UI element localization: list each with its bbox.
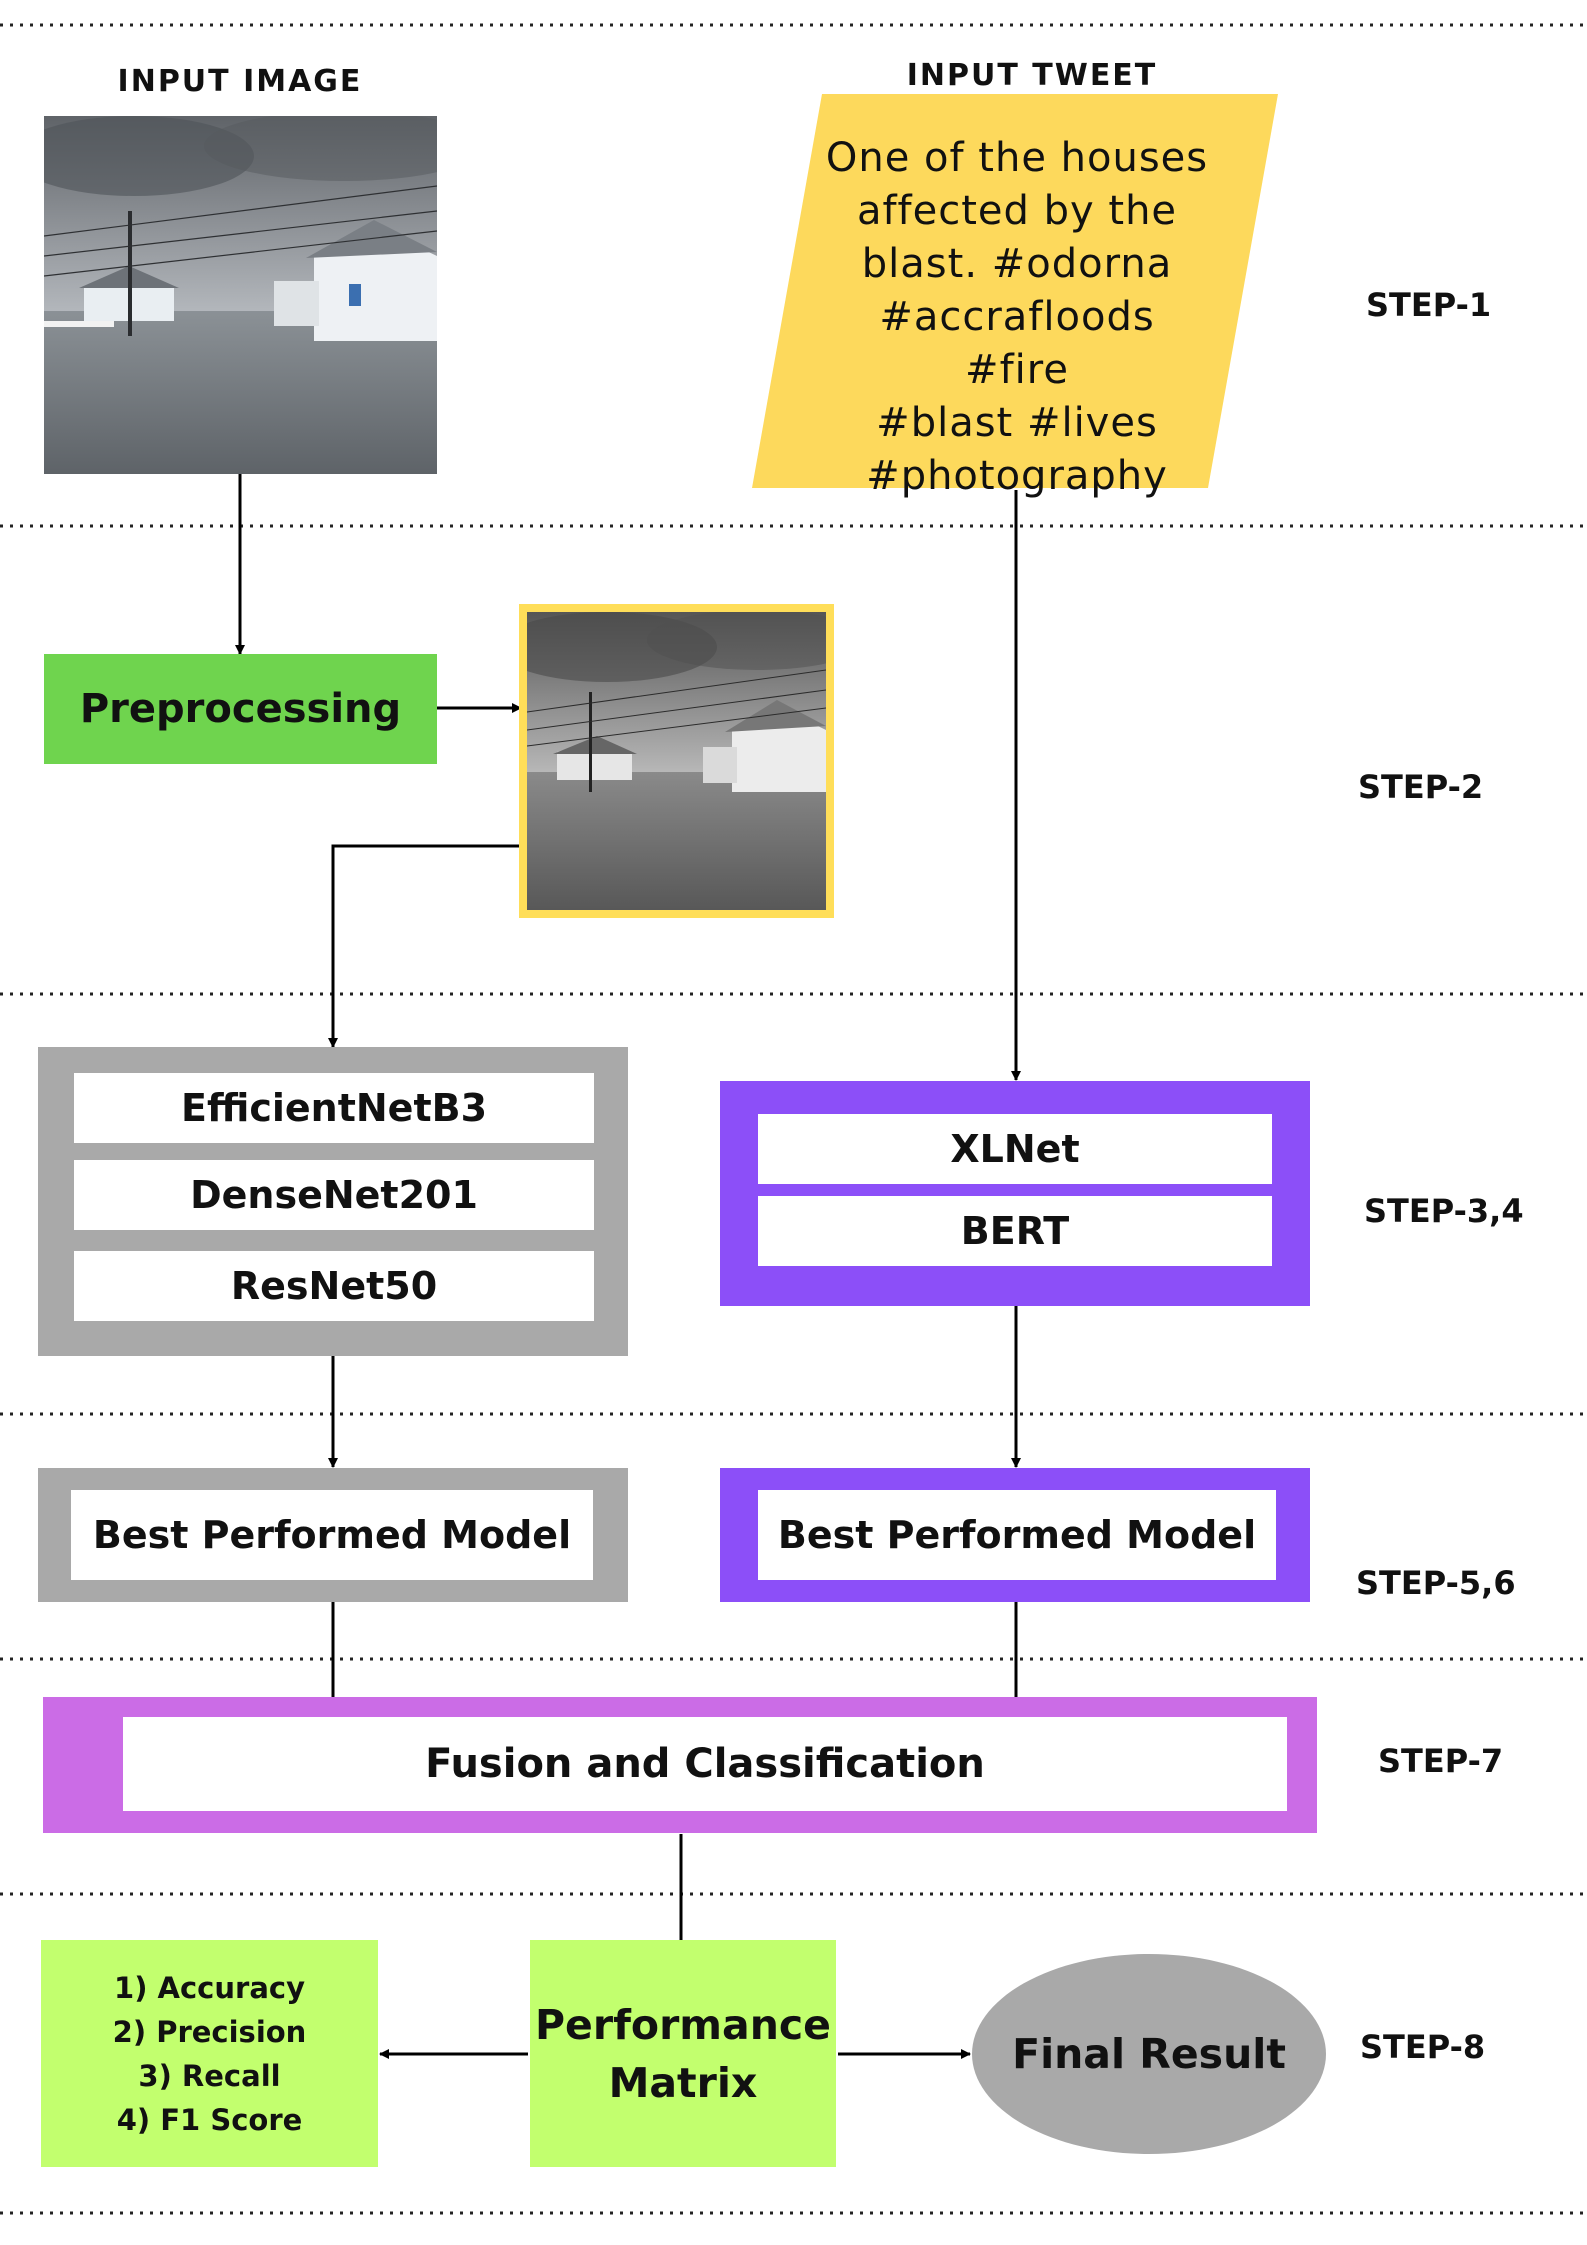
tweet-line: affected by the [856,188,1178,234]
metric-item: 2) Precision [112,2014,307,2049]
input-image [44,116,437,474]
tweet-line: One of the houses [825,135,1209,181]
input-tweet-text: One of the houses affected by the blast.… [822,132,1212,503]
fusion-label: Fusion and Classification [425,1741,985,1787]
best-image-model-panel: Best Performed Model [38,1468,628,1602]
step-separators [0,23,1587,2215]
step-label-1: STEP-1 [1366,286,1492,324]
text-models-panel: XLNet BERT [720,1081,1310,1306]
performance-matrix-box: Performance Matrix [530,1940,836,2167]
final-result-ellipse: Final Result [972,1954,1326,2154]
tweet-line: #accrafloods #fire [879,294,1155,393]
model-label: DenseNet201 [190,1173,478,1217]
step-label-5-6: STEP-5,6 [1356,1564,1516,1602]
performance-line: Matrix [608,2058,758,2107]
metric-item: 4) F1 Score [116,2102,303,2137]
model-xlnet: XLNet [758,1114,1272,1184]
tweet-parallelogram [752,94,1278,488]
metric-item: 1) Accuracy [114,1970,305,2005]
final-result-label: Final Result [1012,2030,1286,2078]
step-label-3-4: STEP-3,4 [1364,1192,1524,1230]
preprocessed-image-thumbnail [519,604,834,918]
best-image-model-label: Best Performed Model [92,1513,572,1557]
step-label-7: STEP-7 [1378,1742,1504,1780]
best-text-model-panel: Best Performed Model [720,1468,1310,1602]
tweet-line: blast. #odorna [861,241,1173,287]
model-efficientnetb3: EfficientNetB3 [74,1073,594,1143]
model-label: XLNet [950,1127,1080,1171]
model-label: BERT [960,1209,1070,1253]
step-label-2: STEP-2 [1358,768,1484,806]
tweet-line: #photography [866,453,1168,499]
model-label: EfficientNetB3 [180,1086,488,1130]
input-image-caption: INPUT IMAGE [117,64,363,99]
performance-line: Performance [535,2000,831,2049]
preprocessing-label: Preprocessing [79,686,402,732]
fusion-box: Fusion and Classification [123,1717,1287,1811]
metrics-box: 1) Accuracy 2) Precision 3) Recall 4) F1… [41,1940,378,2167]
model-resnet50: ResNet50 [74,1251,594,1321]
tweet-line: #blast #lives [876,400,1158,446]
model-densenet201: DenseNet201 [74,1160,594,1230]
input-tweet-caption: INPUT TWEET [906,58,1158,93]
metric-item: 3) Recall [138,2058,281,2093]
best-text-model-box: Best Performed Model [758,1490,1276,1580]
best-image-model-box: Best Performed Model [71,1490,593,1580]
step-label-8: STEP-8 [1360,2028,1486,2066]
model-label: ResNet50 [230,1264,438,1308]
best-text-model-label: Best Performed Model [777,1513,1257,1557]
arrow-thumbnail-to-image-models [328,844,519,1048]
preprocessing-box: Preprocessing [44,654,437,764]
fusion-panel: Fusion and Classification [43,1697,1317,1833]
image-models-panel: EfficientNetB3 DenseNet201 ResNet50 [38,1047,628,1356]
model-bert: BERT [758,1196,1272,1266]
input-tweet-shape: One of the houses affected by the blast.… [752,94,1278,499]
